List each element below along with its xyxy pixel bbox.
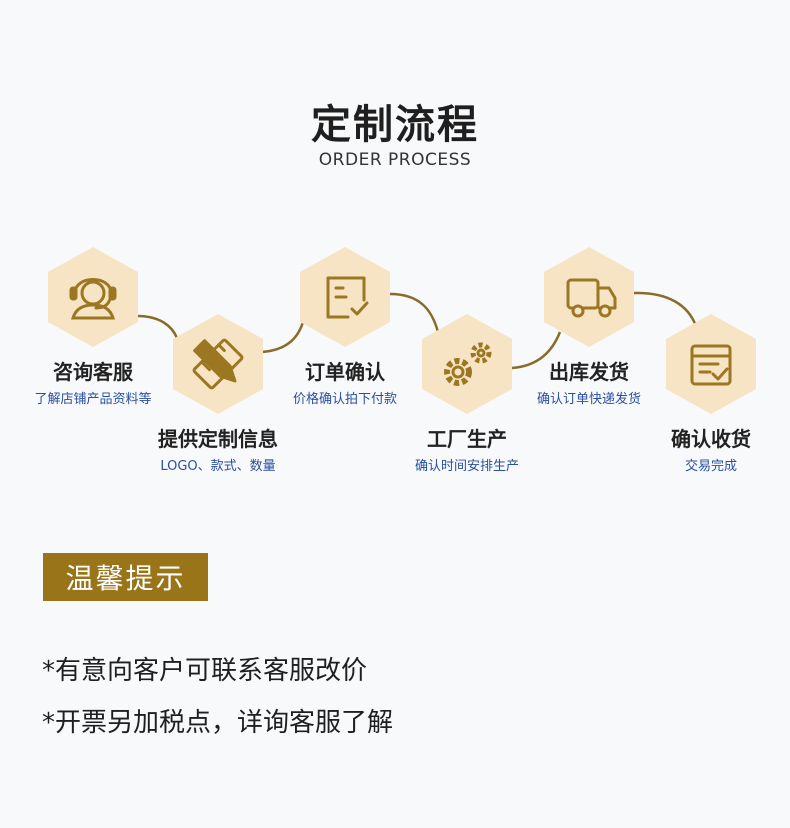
pencil-ruler-icon (192, 338, 244, 390)
page-title: 定制流程 (311, 102, 479, 148)
step-5-title: 出库发货 (549, 360, 629, 384)
hexagon-step-1 (48, 247, 138, 347)
order-check-icon (326, 276, 369, 319)
gears-icon (444, 342, 492, 386)
tip-line-1: *有意向客户可联系客服改价 (42, 656, 368, 686)
step-3-title: 订单确认 (305, 360, 385, 384)
step-4-title: 工厂生产 (427, 427, 507, 451)
truck-icon (566, 278, 617, 318)
page-subtitle: ORDER PROCESS (318, 150, 472, 170)
headset-icon (69, 278, 117, 320)
connector-3-4 (389, 292, 440, 333)
step-2-desc: LOGO、款式、数量 (160, 459, 276, 474)
connector-4-5 (511, 331, 562, 370)
step-2-title: 提供定制信息 (158, 427, 278, 451)
tips-badge: 温馨提示 (43, 553, 208, 601)
step-5-desc: 确认订单快递发货 (536, 392, 641, 407)
step-4-desc: 确认时间安排生产 (414, 459, 519, 474)
connector-1-2 (136, 314, 179, 339)
step-1-desc: 了解店铺产品资料等 (34, 392, 152, 407)
box-check-icon (690, 344, 732, 386)
step-6-title: 确认收货 (671, 427, 751, 451)
step-3-desc: 价格确认拍下付款 (292, 392, 397, 407)
connector-2-3 (261, 321, 305, 354)
step-6-desc: 交易完成 (684, 459, 737, 474)
step-1-title: 咨询客服 (53, 360, 133, 384)
flow-connectors (136, 291, 698, 370)
connector-5-6 (633, 291, 698, 327)
tip-line-2: *开票另加税点，详询客服了解 (42, 708, 394, 738)
hexagon-step-5 (544, 247, 634, 347)
process-flow-diagram (48, 247, 756, 414)
